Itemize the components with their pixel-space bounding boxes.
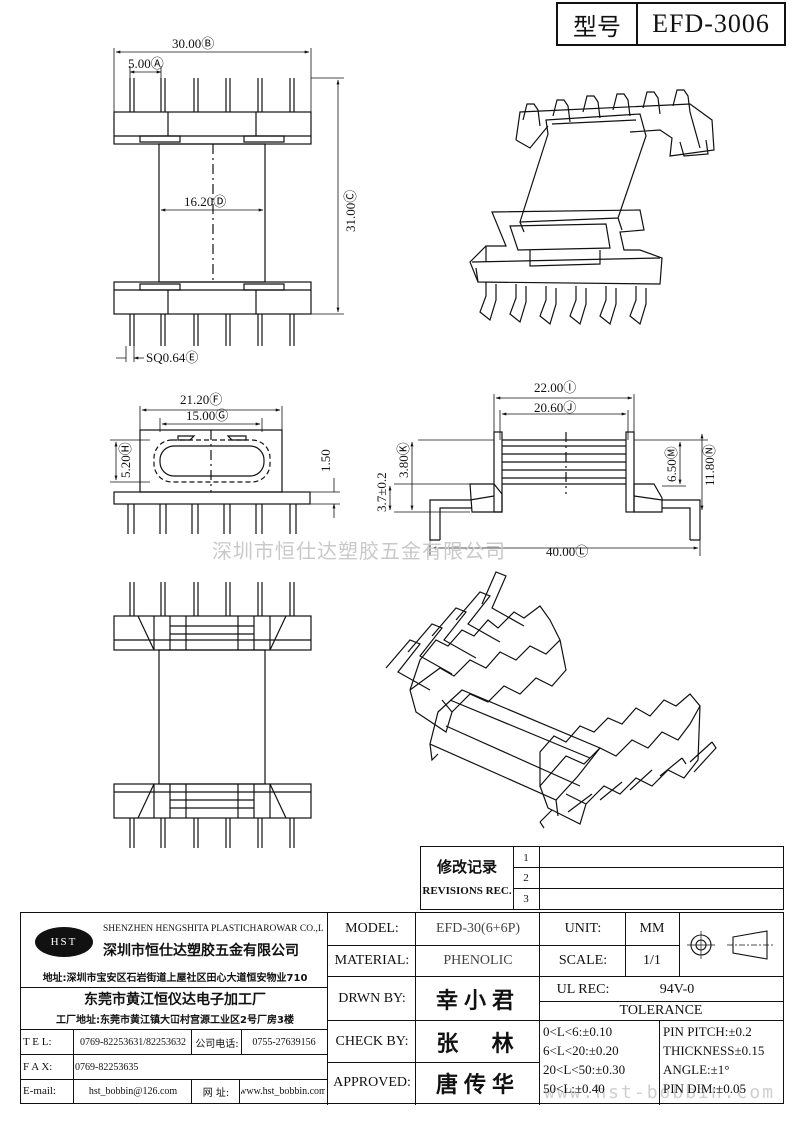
- check-value: 张 林: [436, 1032, 520, 1057]
- watermark-company: 深圳市恒仕达塑胶五金有限公司: [212, 539, 506, 563]
- dim-31-label: 31.00Ⓒ: [343, 190, 358, 232]
- dim-15-label: 15.00Ⓖ: [186, 408, 228, 423]
- tel-label: T E L:: [23, 1036, 52, 1048]
- dim-6-5-label: 6.50Ⓜ: [664, 446, 679, 482]
- tolerance-left-4: 50<L:±0.40: [543, 1081, 605, 1096]
- model-value: EFD-30(6+6P): [435, 921, 521, 936]
- dim-11-8-label: 11.80Ⓝ: [702, 444, 717, 486]
- dim-30-label: 30.00Ⓑ: [172, 36, 214, 51]
- company-tel-value: 0755-27639156: [252, 1036, 316, 1048]
- approved-value: 唐传华: [435, 1073, 520, 1098]
- technical-drawing: 30.00Ⓑ 5.00Ⓐ 31.00Ⓒ 16.20Ⓓ SQ0.64Ⓔ 21.20…: [110, 36, 717, 848]
- tolerance-left-1: 0<L<6:±0.10: [543, 1024, 613, 1039]
- logo-text: HST: [50, 936, 78, 948]
- revisions-block: 修改记录 REVISIONS REC. 1 2 3: [420, 846, 784, 910]
- revision-mark-2: 2: [523, 872, 529, 884]
- company-name-en: SHENZHEN HENGSHITA PLASTICHAROWAR CO.,LT…: [103, 924, 323, 934]
- iso-view-lower: [385, 571, 717, 829]
- tel-value: 0769-82253631/82253632: [79, 1036, 187, 1048]
- revisions-label-cn: 修改记录: [436, 857, 497, 876]
- bottom-view: [113, 582, 312, 848]
- watermark-site: www.hst-bobbin.com: [544, 1082, 775, 1103]
- dim-40-label: 40.00Ⓛ: [546, 544, 588, 559]
- model-title-block: 型号 EFD-3006: [556, 2, 786, 46]
- scale-label: SCALE:: [558, 953, 608, 968]
- model-label: MODEL:: [345, 921, 399, 936]
- model-number: EFD-3006: [652, 9, 770, 38]
- top-view: [113, 48, 344, 362]
- dim-20-6-label: 20.60Ⓙ: [534, 400, 576, 415]
- dim-5-2-label: 5.20Ⓗ: [118, 442, 133, 478]
- drawn-label: DRWN BY:: [338, 991, 406, 1006]
- company-name-cn: 深圳市恒仕达塑胶五金有限公司: [103, 943, 299, 959]
- ul-value: 94V-0: [659, 982, 695, 997]
- unit-label: UNIT:: [564, 921, 602, 936]
- revisions-label-en: REVISIONS REC.: [422, 885, 512, 897]
- company-address: 地址:深圳市宝安区石岩街道上屋社区田心大道恒安物业710: [42, 972, 308, 984]
- scale-value: 1/1: [643, 953, 661, 968]
- web-value: www.hst_bobbin.com: [241, 1085, 325, 1097]
- tolerance-label: TOLERANCE: [619, 1003, 703, 1018]
- ul-label: UL REC:: [556, 982, 610, 997]
- fax-label: F A X:: [23, 1061, 53, 1073]
- hst-logo: HST: [35, 927, 93, 957]
- company-tel-label: 公司电话:: [195, 1038, 239, 1050]
- material-label: MATERIAL:: [334, 953, 410, 968]
- revision-mark-3: 3: [523, 893, 529, 905]
- fax-value: 0769-82253635: [75, 1061, 139, 1073]
- dim-21-label: 21.20Ⓕ: [180, 392, 222, 407]
- dim-sq-label: SQ0.64Ⓔ: [146, 350, 198, 365]
- dim-22-label: 22.00Ⓘ: [534, 380, 576, 395]
- web-label: 网 址:: [202, 1087, 230, 1099]
- model-label-cn: 型号: [558, 4, 638, 44]
- title-block: HST SHENZHEN HENGSHITA PLASTICHAROWAR CO…: [20, 912, 784, 1105]
- dim-1-5-label: 1.50: [318, 449, 333, 472]
- end-view: [110, 406, 340, 534]
- unit-value: MM: [639, 921, 665, 936]
- drawn-value: 幸小君: [435, 989, 520, 1014]
- dim-5-label: 5.00Ⓐ: [128, 56, 164, 71]
- tolerance-right-3: ANGLE:±1°: [663, 1062, 730, 1077]
- projection-symbol-icon: [687, 930, 773, 960]
- dim-3-7-label: 3.7±0.2: [374, 472, 389, 512]
- company-area: HST SHENZHEN HENGSHITA PLASTICHAROWAR CO…: [21, 913, 327, 1029]
- dim-16-label: 16.20Ⓓ: [184, 194, 226, 209]
- top-pins: [129, 78, 295, 112]
- tolerance-left-3: 20<L<50:±0.30: [543, 1062, 626, 1077]
- tolerance-left-2: 6<L<20:±0.20: [543, 1043, 619, 1058]
- revision-mark-1: 1: [523, 852, 529, 864]
- side-view: [388, 394, 708, 556]
- approved-label: APPROVED:: [333, 1075, 411, 1090]
- tolerance-right-4: PIN DIM:±0.05: [663, 1081, 746, 1096]
- email-value: hst_bobbin@126.com: [88, 1085, 178, 1097]
- iso-view-upper: [469, 89, 715, 326]
- material-value: PHENOLIC: [443, 953, 513, 968]
- email-label: E-mail:: [23, 1085, 56, 1097]
- factory-address: 工厂地址:东莞市黄江镇大冚村宫源工业区2号厂房3楼: [56, 1014, 294, 1026]
- tolerance-right-2: THICKNESS±0.15: [663, 1043, 765, 1058]
- check-label: CHECK BY:: [335, 1034, 409, 1049]
- tolerance-right-1: PIN PITCH:±0.2: [663, 1024, 752, 1039]
- factory-name: 东莞市黄江恒仪达电子加工厂: [84, 992, 266, 1008]
- dim-3-8-label: 3.80Ⓚ: [396, 442, 411, 478]
